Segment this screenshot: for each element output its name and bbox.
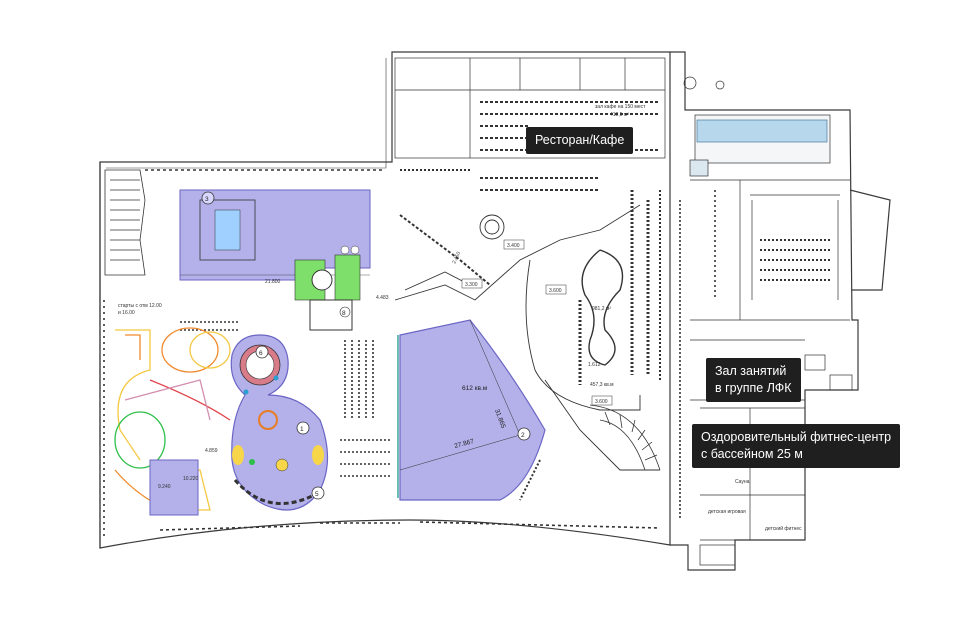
- dim-10220: 10.220: [183, 476, 199, 482]
- dim-3600b: 3.600: [595, 399, 608, 405]
- stair-top-left: [104, 169, 146, 276]
- marker-5: 5: [315, 491, 319, 498]
- label-lfk-line-1: Зал занятий: [715, 364, 787, 378]
- zone-1-play-area: 6 1 5: [230, 334, 329, 511]
- dim-3600a: 3.600: [549, 288, 562, 294]
- room-kids: детская игровая: [708, 509, 746, 515]
- room-sauna: Сауна: [735, 479, 750, 485]
- label-lfk-line-2: в группе ЛФК: [715, 381, 792, 395]
- marker-6: 6: [259, 350, 263, 357]
- area-981: 981,2 м²: [592, 306, 611, 312]
- area-457: 457,3 кв.м: [590, 382, 614, 388]
- slide-track: [578, 190, 661, 385]
- seating-rows: [340, 340, 390, 477]
- dim-9240: 9.240: [158, 484, 171, 490]
- area-612: 612 кв.м: [462, 385, 488, 392]
- restaurant-block: [394, 57, 666, 191]
- dim-2450: 2.450: [451, 251, 462, 265]
- dim-4859: 4.859: [205, 448, 218, 454]
- marker-8: 8: [342, 310, 346, 317]
- label-restaurant: Ресторан/Кафе: [526, 127, 634, 154]
- marker-2: 2: [521, 432, 525, 439]
- label-fitness-line-1: Оздоровительный фитнес-центр: [701, 430, 892, 444]
- spiral-stair: [589, 404, 661, 471]
- perimeter-columns: [103, 169, 661, 540]
- zone-3-number: 3: [205, 196, 209, 203]
- marker-1: 1: [300, 426, 304, 433]
- dim-3300: 3.300: [465, 282, 478, 288]
- dimension-boxes: 3.400 3.600 3.600 3.300 2.450: [451, 239, 613, 406]
- dim-21800: 21.800: [265, 279, 281, 285]
- dim-4483: 4.483: [376, 295, 389, 301]
- room-fit: детский фитнес: [765, 525, 802, 532]
- cafe-area: 412,5 м²: [610, 112, 629, 118]
- starts-line-1: старты с отм 12.00: [118, 303, 162, 309]
- green-structure: 8 4.483: [294, 254, 389, 331]
- label-fitness-center: Оздоровительный фитнес-центр с бассейном…: [692, 424, 901, 468]
- zone-small-square: 9.240 10.220 4.859: [149, 448, 218, 516]
- fitness-block: [679, 76, 853, 566]
- label-fitness-line-2: с бассейном 25 м: [701, 447, 803, 461]
- dim-1612: 1.612: [588, 362, 601, 368]
- zone-2-arena: 612 кв.м 31.865 27.867 2: [397, 319, 546, 501]
- label-restaurant-text: Ресторан/Кафе: [535, 133, 625, 147]
- arena-structure: [394, 204, 660, 501]
- label-lfk-hall: Зал занятий в группе ЛФК: [706, 358, 801, 402]
- cafe-150: зал кафе на 150 мест: [595, 104, 646, 110]
- dim-3400: 3.400: [507, 243, 520, 249]
- zone-3-play-area: 3 21.800: [179, 189, 371, 285]
- starts-line-2: и 16.00: [118, 310, 135, 316]
